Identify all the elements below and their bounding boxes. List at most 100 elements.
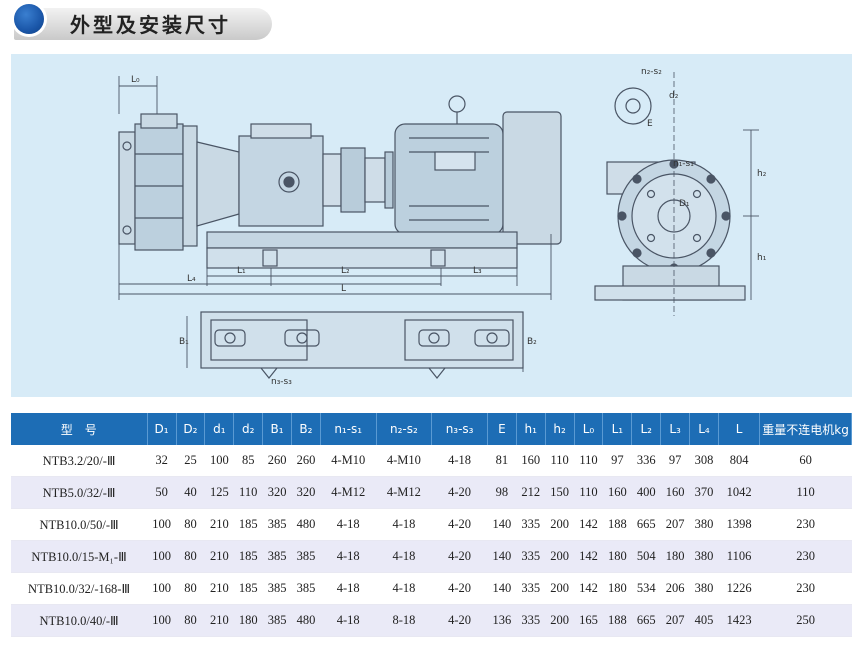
table-cell: 320: [291, 476, 321, 509]
table-cell: 335: [516, 572, 546, 605]
label-d1: D₁: [679, 199, 690, 209]
label-l3: L₃: [473, 266, 482, 276]
table-cell: 100: [204, 445, 234, 477]
table-cell: 4-M10: [320, 445, 377, 477]
model-cell: NTB10.0/40/-Ⅲ: [11, 604, 148, 637]
column-header: L₃: [660, 413, 691, 445]
column-header: d₂: [233, 413, 264, 445]
table-cell: 230: [759, 508, 852, 541]
table-cell: 160: [660, 476, 690, 509]
table-cell: 335: [516, 540, 546, 573]
table-cell: 200: [545, 572, 575, 605]
table-cell: 110: [574, 445, 603, 477]
table-cell: 136: [487, 604, 517, 637]
column-header: h₁: [516, 413, 546, 445]
table-cell: 385: [291, 572, 321, 605]
label-h1: h₁: [757, 253, 767, 263]
table-cell: 50: [147, 476, 176, 509]
table-cell: 4-18: [320, 604, 377, 637]
table-cell: 4-18: [376, 508, 432, 541]
table-cell: 4-18: [320, 508, 377, 541]
table-cell: 60: [759, 445, 852, 477]
label-l0: L₀: [131, 75, 140, 85]
table-cell: 142: [574, 540, 603, 573]
table-cell: 98: [487, 476, 517, 509]
column-header: 重量不连电机kg: [759, 413, 852, 445]
table-cell: 480: [291, 604, 321, 637]
section-header: [14, 8, 272, 40]
installation-drawing: L₀ L₁ L₂ L₃ L₄ L B₁ B₂ n₃-s₃ n₂-s₂ d₂ E …: [11, 54, 852, 397]
section-title: 外型及安装尺寸: [70, 13, 231, 37]
label-e: E: [647, 119, 653, 129]
model-cell: NTB3.2/20/-Ⅲ: [11, 445, 148, 477]
table-cell: 210: [204, 572, 234, 605]
base-plate: [206, 231, 518, 269]
table-cell: 4-20: [431, 476, 488, 509]
table-cell: 110: [759, 476, 852, 509]
table-cell: 160: [602, 476, 632, 509]
side-dimensions: [118, 76, 552, 300]
column-header: L₂: [631, 413, 662, 445]
table-cell: 80: [176, 508, 205, 541]
table-cell: 385: [262, 572, 292, 605]
table-cell: 200: [545, 508, 575, 541]
table-cell: 207: [660, 508, 690, 541]
table-cell: 188: [602, 604, 632, 637]
drawing-labels: L₀ L₁ L₂ L₃ L₄ L B₁ B₂ n₃-s₃ n₂-s₂ d₂ E …: [131, 67, 767, 387]
table-cell: 185: [233, 572, 263, 605]
column-header: D₁: [147, 413, 177, 445]
bearing-housing: [238, 123, 342, 227]
table-cell: 1423: [718, 604, 760, 637]
label-n2s2: n₂-s₂: [641, 67, 662, 77]
table-cell: 142: [574, 508, 603, 541]
table-cell: 4-20: [431, 540, 488, 573]
table-cell: 81: [487, 445, 517, 477]
table-cell: 85: [233, 445, 263, 477]
table-cell: 100: [147, 508, 176, 541]
table-cell: 100: [147, 572, 176, 605]
table-cell: 665: [631, 604, 661, 637]
table-cell: 32: [147, 445, 176, 477]
table-cell: 207: [660, 604, 690, 637]
table-cell: 4-18: [431, 445, 488, 477]
table-cell: 188: [602, 508, 632, 541]
coupling: [340, 147, 394, 213]
table-cell: 80: [176, 604, 205, 637]
table-cell: 4-20: [431, 572, 488, 605]
column-header: D₂: [176, 413, 206, 445]
column-header: h₂: [545, 413, 575, 445]
table-cell: 80: [176, 540, 205, 573]
column-header: B₁: [262, 413, 292, 445]
table-cell: 185: [233, 540, 263, 573]
table-cell: 4-20: [431, 604, 488, 637]
table-cell: 4-M10: [376, 445, 432, 477]
table-cell: 140: [487, 508, 517, 541]
table-cell: 385: [262, 508, 292, 541]
table-cell: 185: [233, 508, 263, 541]
column-header: L₁: [602, 413, 633, 445]
table-cell: 110: [233, 476, 263, 509]
model-cell: NTB10.0/32/-168-Ⅲ: [11, 572, 148, 605]
column-header: n₂-s₂: [376, 413, 433, 445]
table-cell: 230: [759, 540, 852, 573]
column-header: n₁-s₁: [320, 413, 377, 445]
label-b1: B₁: [179, 337, 189, 347]
table-cell: 380: [689, 508, 719, 541]
column-header: n₃-s₃: [431, 413, 488, 445]
table-cell: 140: [487, 572, 517, 605]
table-cell: 250: [759, 604, 852, 637]
table-cell: 665: [631, 508, 661, 541]
model-cell: NTB10.0/50/-Ⅲ: [11, 508, 148, 541]
column-header: L₀: [574, 413, 604, 445]
column-header: E: [487, 413, 517, 445]
table-cell: 534: [631, 572, 661, 605]
table-cell: 165: [574, 604, 603, 637]
table-cell: 380: [689, 540, 719, 573]
pump-head: [118, 113, 240, 251]
